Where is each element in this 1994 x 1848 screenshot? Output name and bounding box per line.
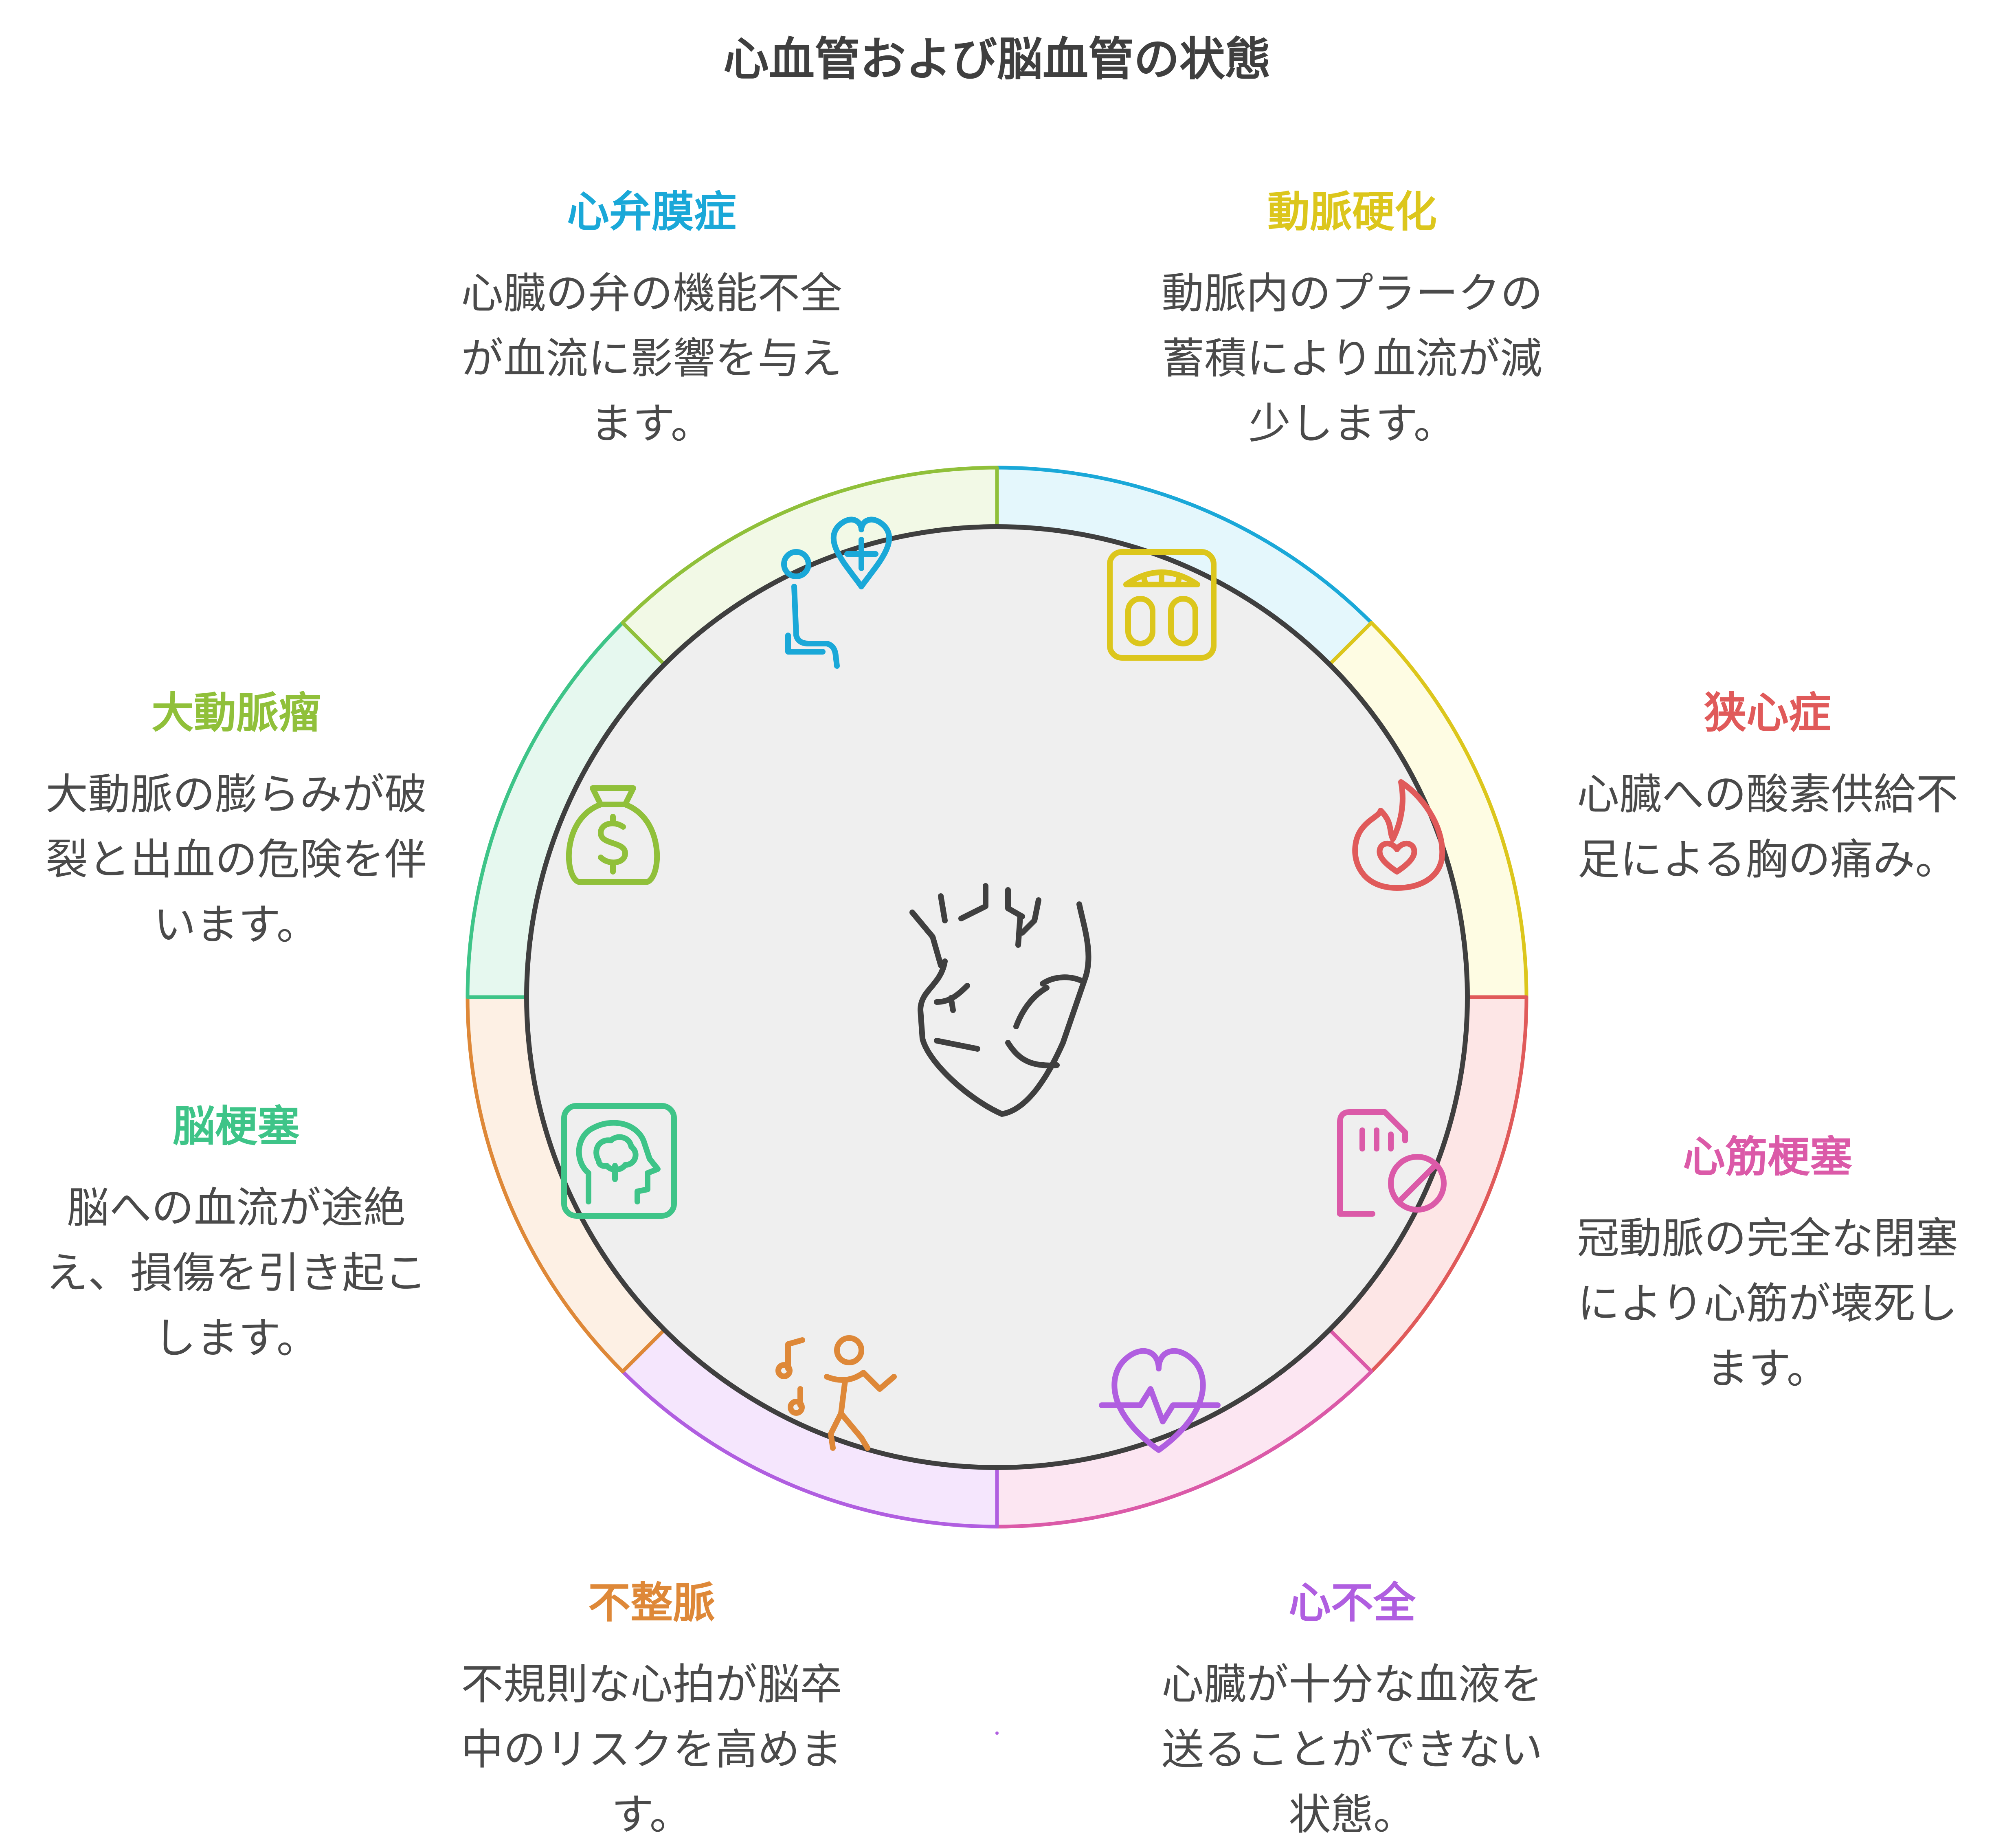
- label-stroke: 脳梗塞: [172, 1101, 300, 1151]
- brain-head-icon: [561, 1103, 677, 1219]
- description-hf: 心臓が十分な血液を送ることができない状態。: [1161, 1659, 1543, 1839]
- label-mi: 心筋梗塞: [1682, 1132, 1852, 1182]
- patient-heart-icon: [781, 516, 892, 669]
- label-valve: 心弁膜症: [567, 187, 736, 237]
- label-aneurysm: 大動脈瘤: [151, 688, 321, 738]
- hf-marker-dot: [995, 1732, 999, 1735]
- description-arr: 不規則な心拍が脳卒中のリスクを高めます。: [461, 1659, 842, 1839]
- description-aneurysm: 大動脈の膨らみが破裂と出血の危険を伴います。: [45, 769, 427, 949]
- dancing-music-icon: [775, 1335, 897, 1451]
- description-stroke: 脳への血流が途絶え、損傷を引き起こします。: [45, 1183, 427, 1363]
- description-angina: 心臓への酸素供給不足による胸の痛み。: [1577, 769, 1958, 884]
- label-hf: 心不全: [1288, 1578, 1416, 1628]
- description-mi: 冠動脈の完全な閉塞により心筋が壊死します。: [1577, 1213, 1958, 1393]
- fire-heart-icon: [1352, 779, 1445, 891]
- center-circle: [524, 524, 1470, 1470]
- money-bag-icon: [566, 785, 660, 885]
- diagram-title: 心血管および脳血管の状態: [723, 33, 1271, 86]
- label-angina: 狭心症: [1704, 688, 1831, 738]
- description-athero: 動脈内のプラークの蓄積により血流が減少します。: [1161, 268, 1543, 448]
- heart-anatomy-icon: [909, 883, 1091, 1117]
- label-arr: 不整脈: [588, 1578, 715, 1628]
- blocked-card-icon: [1337, 1109, 1447, 1217]
- description-valve: 心臓の弁の機能不全が血流に影響を与えます。: [461, 268, 842, 448]
- weight-scale-icon: [1107, 549, 1217, 661]
- label-athero: 動脈硬化: [1267, 187, 1437, 237]
- heart-pulse-icon: [1099, 1348, 1221, 1453]
